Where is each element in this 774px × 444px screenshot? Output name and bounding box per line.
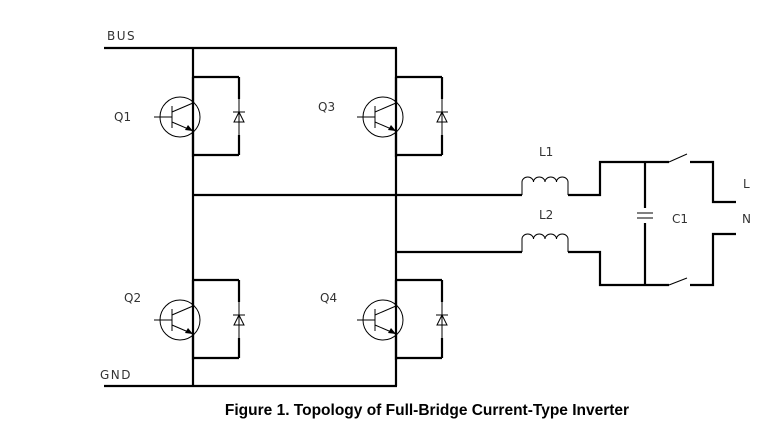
neutral-switch-icon [668,232,736,287]
bus-label: BUS [107,29,136,43]
c1-capacitor-icon [637,162,653,285]
line-switch-icon [668,153,736,204]
q1-label: Q1 [114,110,131,124]
q1-transistor [152,75,247,159]
l1-inductor-icon [521,176,569,195]
c1-label: C1 [672,212,688,226]
q3-transistor [355,75,450,159]
q3-label: Q3 [318,100,335,114]
q4-label: Q4 [320,291,337,305]
line-terminal-label: L [743,177,750,191]
q2-transistor [152,278,247,362]
l2-inductor-icon [521,233,569,252]
q2-label: Q2 [124,291,141,305]
l1-label: L1 [539,145,553,159]
gnd-label: GND [100,368,132,382]
figure-caption: Figure 1. Topology of Full-Bridge Curren… [224,402,630,419]
l2-label: L2 [539,208,553,222]
neutral-terminal-label: N [742,212,751,226]
q4-transistor [355,278,450,362]
